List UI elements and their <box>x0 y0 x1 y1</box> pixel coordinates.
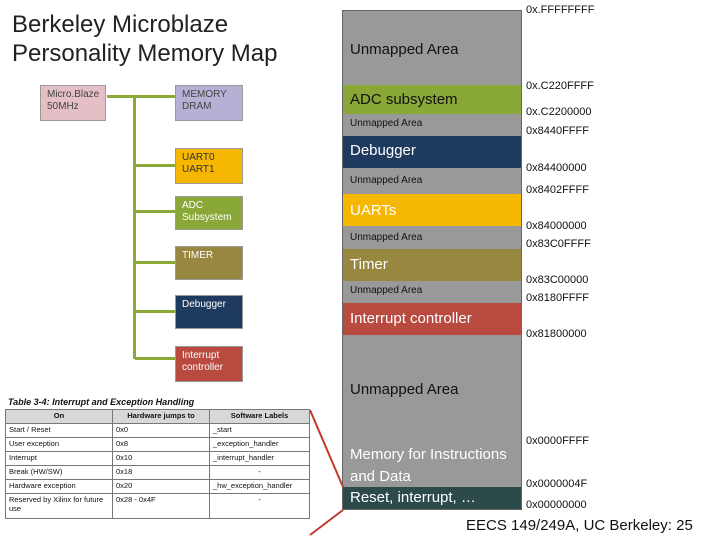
map-seg-reset: Reset, interrupt, … <box>342 487 522 510</box>
table-cell: 0x18 <box>112 465 210 480</box>
map-label: Unmapped Area <box>350 175 423 186</box>
map-seg-unmapped-large: Unmapped Area <box>342 335 522 441</box>
address-label: 0x0000004F <box>526 478 588 490</box>
map-seg-unmapped: Unmapped Area <box>342 281 522 303</box>
table-caption: Table 3-4: Interrupt and Exception Handl… <box>8 397 195 407</box>
table-header: Software Labels <box>209 409 310 424</box>
table-header-row: On Hardware jumps to Software Labels <box>5 409 310 424</box>
map-label: Reset, interrupt, … <box>350 489 476 506</box>
table-header: On <box>5 409 113 424</box>
table-cell: 0x28 - 0x4F <box>112 493 210 519</box>
interrupt-block: Interrupt controller <box>175 346 243 382</box>
zoom-line-bottom <box>309 509 344 536</box>
map-label: Memory for Instructions and Data <box>350 446 507 485</box>
table-cell: - <box>209 465 310 480</box>
table-cell: Reserved by Xilinx for future use <box>5 493 113 519</box>
table-cell: 0x0 <box>112 423 210 438</box>
table-row: Reserved by Xilinx for future use 0x28 -… <box>5 493 310 519</box>
address-label: 0x.FFFFFFFF <box>526 4 595 16</box>
table-cell: _exception_handler <box>209 437 310 452</box>
map-label: UARTs <box>350 202 397 219</box>
address-label: 0x81800000 <box>526 328 587 340</box>
address-label: 0x0000FFFF <box>526 435 589 447</box>
map-label: Unmapped Area <box>350 381 459 398</box>
table-cell: Break (HW/SW) <box>5 465 113 480</box>
bus-link-adc <box>135 210 175 213</box>
bus-link-microblaze-memory <box>107 95 175 98</box>
table-cell: Start / Reset <box>5 423 113 438</box>
memory-block: MEMORY DRAM <box>175 85 243 121</box>
table-cell: 0x8 <box>112 437 210 452</box>
bus-link-interrupt <box>135 357 175 360</box>
uart-block: UART0 UART1 <box>175 148 243 184</box>
map-label: Unmapped Area <box>350 232 423 243</box>
address-label: 0x83C0FFFF <box>526 238 591 250</box>
zoom-line-top <box>309 409 344 488</box>
bus-link-uart <box>135 164 175 167</box>
map-seg-debugger: Debugger <box>342 136 522 168</box>
page-title: Berkeley Microblaze Personality Memory M… <box>12 11 278 67</box>
table-row: Break (HW/SW) 0x18 - <box>5 465 310 480</box>
map-label: Debugger <box>350 142 416 159</box>
map-seg-interrupt: Interrupt controller <box>342 303 522 335</box>
table-header: Hardware jumps to <box>112 409 210 424</box>
table-cell: _start <box>209 423 310 438</box>
table-cell: User exception <box>5 437 113 452</box>
address-label: 0x.C220FFFF <box>526 80 594 92</box>
map-seg-adc: ADC subsystem <box>342 85 522 114</box>
slide-footer: EECS 149/249A, UC Berkeley: 25 <box>466 517 693 534</box>
bus-link-debugger <box>135 310 175 313</box>
table-cell: Hardware exception <box>5 479 113 494</box>
timer-block: TIMER <box>175 246 243 280</box>
map-label: Unmapped Area <box>350 41 459 58</box>
map-label: ADC subsystem <box>350 91 458 108</box>
debugger-block: Debugger <box>175 295 243 329</box>
map-seg-memory: Memory for Instructions and Data <box>342 441 522 487</box>
table-row: User exception 0x8 _exception_handler <box>5 437 310 452</box>
address-label: 0x00000000 <box>526 499 587 511</box>
interrupt-table: Table 3-4: Interrupt and Exception Handl… <box>5 397 310 519</box>
bus-vertical-line <box>133 97 136 359</box>
map-label: Interrupt controller <box>350 310 472 327</box>
table-cell: _hw_exception_handler <box>209 479 310 494</box>
table-cell: 0x10 <box>112 451 210 466</box>
map-seg-unmapped: Unmapped Area <box>342 114 522 136</box>
table-row: Start / Reset 0x0 _start <box>5 423 310 438</box>
table-cell: 0x20 <box>112 479 210 494</box>
address-label: 0x84000000 <box>526 220 587 232</box>
table-row: Interrupt 0x10 _interrupt_handler <box>5 451 310 466</box>
map-seg-timer: Timer <box>342 249 522 281</box>
bus-link-timer <box>135 261 175 264</box>
table-cell: Interrupt <box>5 451 113 466</box>
address-label: 0x84400000 <box>526 162 587 174</box>
microblaze-block: Micro.Blaze 50MHz <box>40 85 106 121</box>
map-seg-unmapped-top: Unmapped Area <box>342 10 522 85</box>
map-seg-unmapped: Unmapped Area <box>342 226 522 249</box>
map-seg-uarts: UARTs <box>342 194 522 226</box>
table-cell: _interrupt_handler <box>209 451 310 466</box>
address-label: 0x8402FFFF <box>526 184 589 196</box>
address-label: 0x.C2200000 <box>526 106 592 118</box>
address-label: 0x83C00000 <box>526 274 589 286</box>
map-label: Timer <box>350 256 388 273</box>
address-label: 0x8440FFFF <box>526 125 589 137</box>
map-label: Unmapped Area <box>350 118 423 129</box>
address-label: 0x8180FFFF <box>526 292 589 304</box>
adc-block: ADC Subsystem <box>175 196 243 230</box>
map-seg-unmapped: Unmapped Area <box>342 168 522 194</box>
table-row: Hardware exception 0x20 _hw_exception_ha… <box>5 479 310 494</box>
table-cell: - <box>209 493 310 519</box>
map-label: Unmapped Area <box>350 285 423 296</box>
